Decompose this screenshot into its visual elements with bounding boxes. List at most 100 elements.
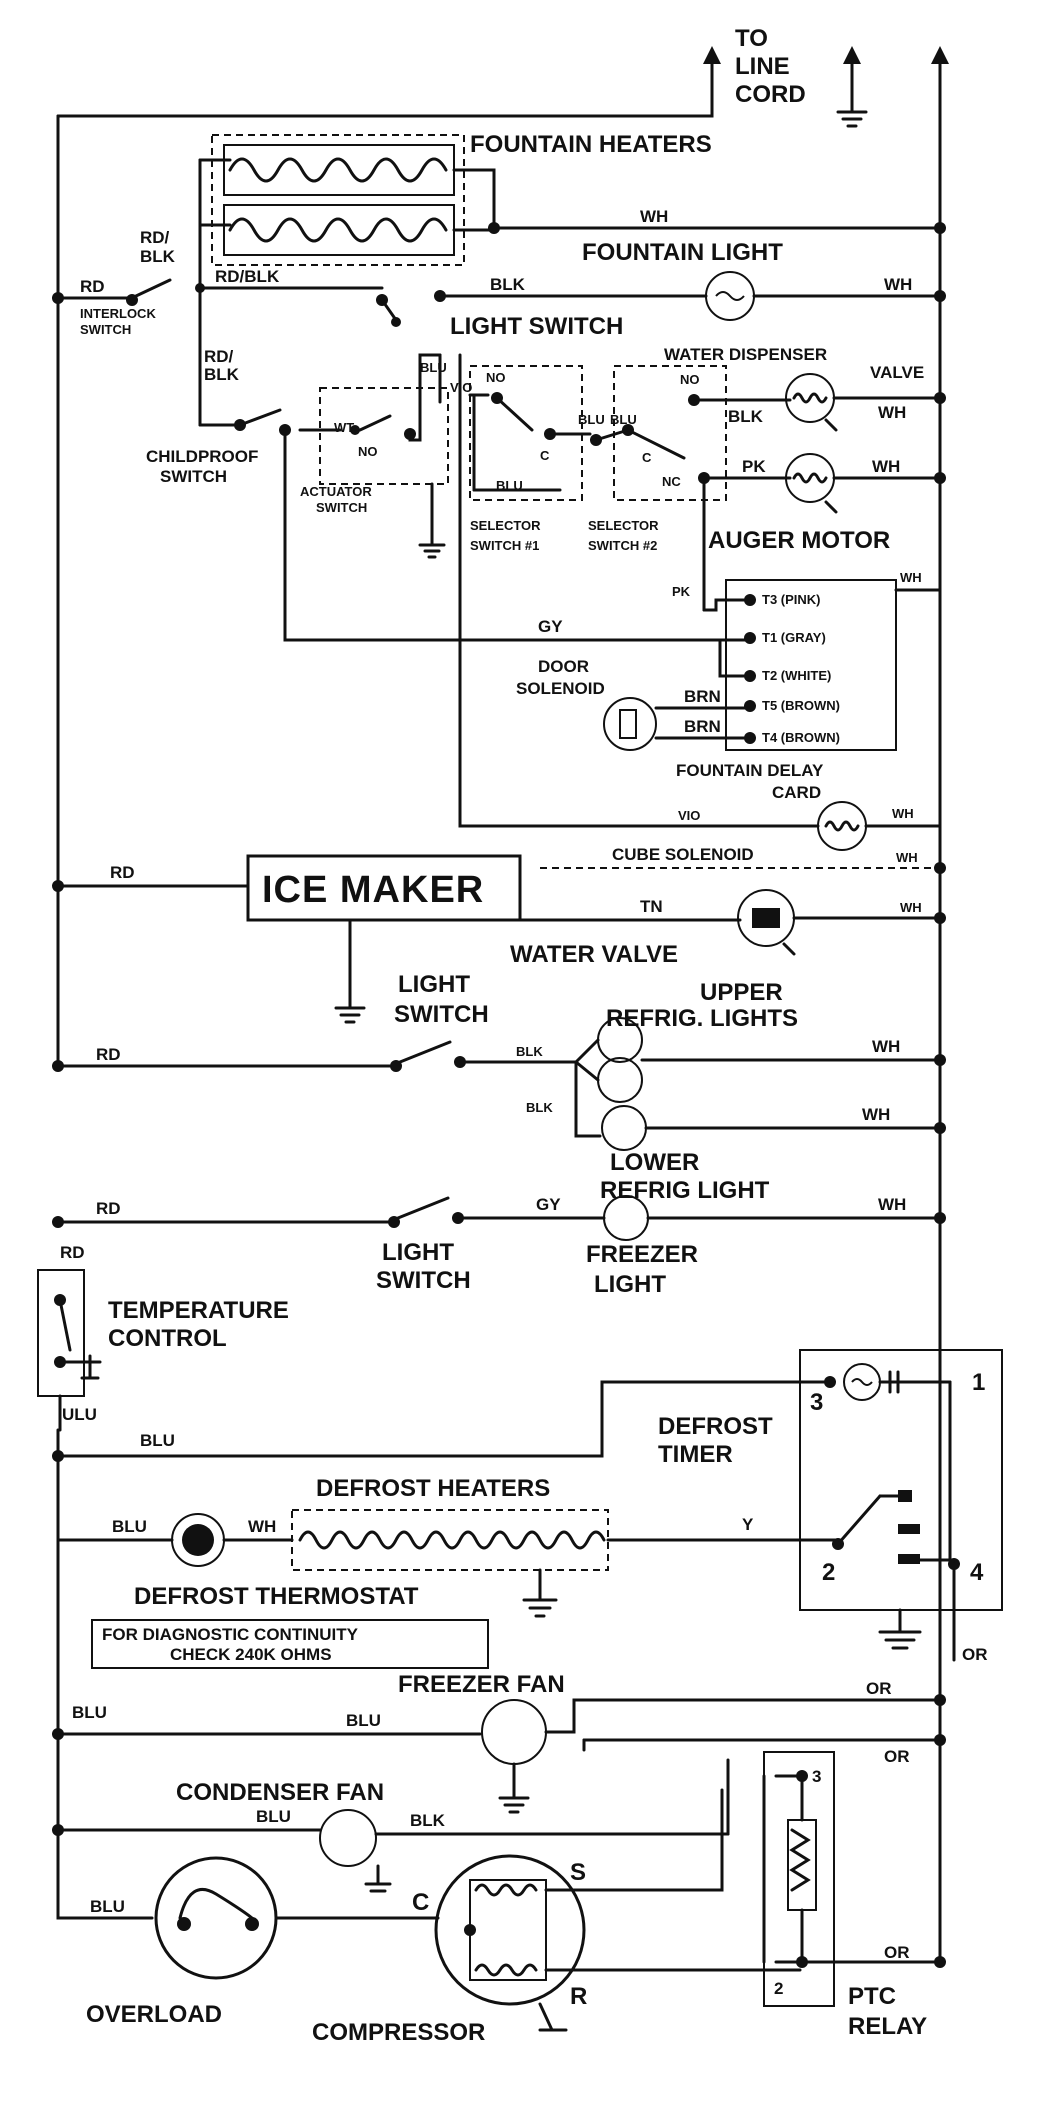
overload-label: OVERLOAD: [86, 2001, 222, 2028]
freezer-light-row: RD GY WH LIGHT SWITCH FREEZER LIGHT: [52, 1195, 946, 1298]
defrost-timer: BLU 3 1 DEFROST TIMER 2 4 OR: [52, 1349, 1003, 1664]
ptc-relay-label-2: RELAY: [848, 2013, 927, 2040]
wire-blu-timer: BLU: [140, 1431, 175, 1450]
freezer-fan-label: FREEZER FAN: [398, 1671, 565, 1698]
wire-rd-temp: RD: [60, 1243, 85, 1262]
wire-blu-condenser: BLU: [256, 1807, 291, 1826]
wire-wh-fountain-light: WH: [884, 275, 912, 294]
wire-wh-heaters: WH: [640, 207, 668, 226]
to-line-cord-label-2: LINE: [735, 53, 790, 80]
fountain-delay-card-label-2: CARD: [772, 783, 821, 802]
wire-wh-lower: WH: [862, 1105, 890, 1124]
wire-wh-water-valve: WH: [900, 900, 922, 915]
ice-maker-label: ICE MAKER: [262, 869, 484, 911]
condenser-fan-label: CONDENSER FAN: [176, 1779, 384, 1806]
wire-pk-auger: PK: [742, 457, 766, 476]
selector-1-c: C: [540, 448, 550, 463]
wire-blu-sel2: BLU: [610, 412, 637, 427]
wire-wh-auger: WH: [872, 457, 900, 476]
wire-brn-1: BRN: [684, 687, 721, 706]
wire-gy-delay: GY: [538, 617, 563, 636]
wire-blu-defrost-left: BLU: [112, 1517, 147, 1536]
light-switch-upper-label-2: SWITCH: [394, 1001, 489, 1028]
fountain-light-row: RD INTERLOCK SWITCH RD/BLK BLK FOUNTAIN …: [52, 239, 946, 340]
to-line-cord-label-1: TO: [735, 25, 768, 52]
cube-solenoid-label: CUBE SOLENOID: [612, 845, 754, 864]
wire-pk-delay: PK: [672, 584, 691, 599]
wire-or-ptc: OR: [884, 1943, 910, 1962]
wire-rd-blk-left-2: BLK: [204, 365, 240, 384]
childproof-switch-label-1: CHILDPROOF: [146, 447, 258, 466]
wh-delay-top: WH: [900, 570, 922, 585]
temperature-control-label-2: CONTROL: [108, 1325, 227, 1352]
selector-switch-1-label-2: SWITCH #1: [470, 538, 539, 553]
wire-blu-freezer-fan: BLU: [346, 1711, 381, 1730]
fountain-delay-card-label-1: FOUNTAIN DELAY: [676, 761, 824, 780]
defrost-thermostat-label: DEFROST THERMOSTAT: [134, 1583, 419, 1610]
wire-c-terminal: C: [412, 1889, 429, 1916]
delay-terminal-t5: T5 (BROWN): [762, 698, 840, 713]
wire-gy-freezer: GY: [536, 1195, 561, 1214]
fountain-heaters: FOUNTAIN HEATERS WH: [198, 131, 946, 427]
auger-motor-label: AUGER MOTOR: [708, 527, 890, 554]
freezer-fan: BLU BLU OR FREEZER FAN OR: [52, 1671, 946, 1814]
fountain-delay-card: WH PK T3 (PINK) T1 (GRAY) T2 (WHITE) T5 …: [283, 353, 942, 851]
actuator-switch-label-1: ACTUATOR: [300, 484, 372, 499]
defrost-heaters-label: DEFROST HEATERS: [316, 1475, 550, 1502]
delay-terminal-t4: T4 (BROWN): [762, 730, 840, 745]
wire-brn-2: BRN: [684, 717, 721, 736]
wire-rd-blk-stack-1: RD/: [140, 228, 170, 247]
wire-rd-upper-light: RD: [96, 1045, 121, 1064]
selector-2-no: NO: [680, 372, 700, 387]
diagnostic-note-line-2: CHECK 240K OHMS: [170, 1645, 332, 1664]
wire-rd-interlock: RD: [80, 277, 105, 296]
selector-switch-1-label-1: SELECTOR: [470, 518, 541, 533]
selector-switch-2-label-2: SWITCH #2: [588, 538, 657, 553]
to-line-cord-label-3: CORD: [735, 81, 806, 108]
defrost-timer-label-1: DEFROST: [658, 1413, 773, 1440]
wire-y-defrost: Y: [742, 1515, 754, 1534]
refrig-lights: RD LIGHT SWITCH BLK WH UPPER REFRIG. LIG…: [52, 971, 946, 1204]
selector-2-c: C: [642, 450, 652, 465]
compressor-label: COMPRESSOR: [312, 2019, 485, 2046]
compressor-r-label: R: [570, 1983, 587, 2010]
freezer-light-label-2: LIGHT: [594, 1271, 666, 1298]
light-switch-upper-label-1: LIGHT: [398, 971, 470, 998]
water-dispenser-valve-label-2: VALVE: [870, 363, 924, 382]
wire-blu-overload: BLU: [90, 1897, 125, 1916]
selector-switch-2-label-1: SELECTOR: [588, 518, 659, 533]
wire-rd-freezer: RD: [96, 1199, 121, 1218]
wire-rd-blk-horizontal: RD/BLK: [215, 267, 280, 286]
water-valve-label: WATER VALVE: [510, 941, 678, 968]
timer-terminal-3: 3: [810, 1389, 823, 1416]
childproof-switch-label-2: SWITCH: [160, 467, 227, 486]
selector-2-nc: NC: [662, 474, 681, 489]
wire-rd-blk-left-1: RD/: [204, 347, 234, 366]
wire-tn: TN: [640, 897, 663, 916]
line-cord-terminals: TO LINE CORD: [703, 25, 949, 128]
fountain-heaters-label: FOUNTAIN HEATERS: [470, 131, 712, 158]
wire-or-freezer-fan: OR: [866, 1679, 892, 1698]
wire-wh-cube-lower: WH: [896, 850, 918, 865]
wire-or-right: OR: [884, 1747, 910, 1766]
wire-or-timer: OR: [962, 1645, 988, 1664]
lower-refrig-light-label-1: LOWER: [610, 1149, 699, 1176]
ptc-relay-label-1: PTC: [848, 1983, 896, 2010]
wire-blu-freezer-fan-left: BLU: [72, 1703, 107, 1722]
timer-terminal-4: 4: [970, 1559, 984, 1586]
defrost-timer-label-2: TIMER: [658, 1441, 733, 1468]
dispenser-switches: RD/ BLK CHILDPROOF SWITCH WT NO ACTUATOR…: [146, 345, 946, 642]
lower-refrig-light-label-2: REFRIG LIGHT: [600, 1177, 770, 1204]
actuator-no: NO: [358, 444, 378, 459]
door-solenoid-label-1: DOOR: [538, 657, 589, 676]
upper-refrig-lights-label-2: REFRIG. LIGHTS: [606, 1005, 798, 1032]
overload-compressor: BLU C OVERLOAD 1 S R COMPRESSOR: [86, 1788, 802, 2046]
fountain-light-label: FOUNTAIN LIGHT: [582, 239, 783, 266]
temperature-control: RD TEMPERATURE CONTROL ULU: [37, 1243, 289, 1432]
temperature-control-label-1: TEMPERATURE: [108, 1297, 289, 1324]
delay-terminal-t1: T1 (GRAY): [762, 630, 826, 645]
ptc-relay: 3 2 OR PTC RELAY: [762, 1751, 946, 2040]
door-solenoid-label-2: SOLENOID: [516, 679, 605, 698]
timer-terminal-2: 2: [822, 1559, 835, 1586]
